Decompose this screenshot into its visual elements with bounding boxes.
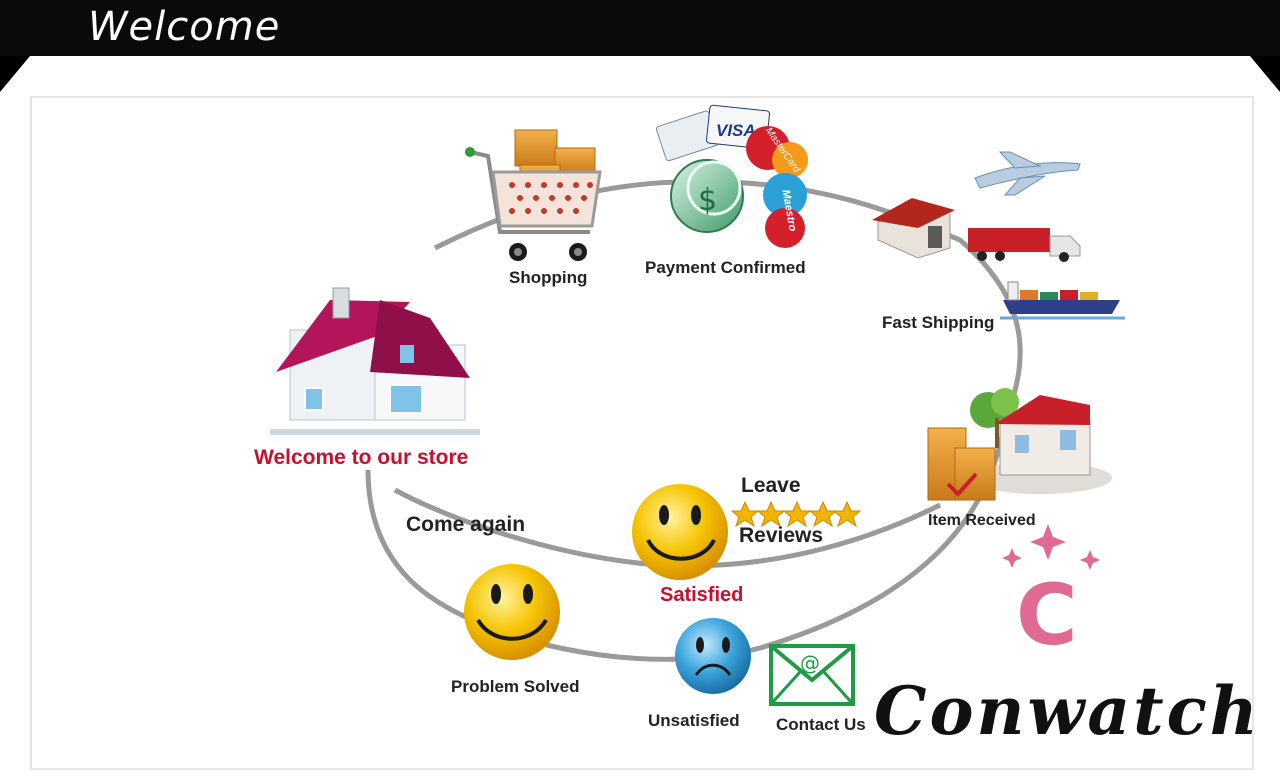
- problem-solved-smiley-icon: [464, 564, 560, 660]
- payment-icon: VISA MasterCard Maestro $: [656, 104, 808, 248]
- label-item-received: Item Received: [928, 512, 1036, 529]
- brand-initial: C: [1016, 566, 1078, 664]
- cargo-ship-icon: [1000, 281, 1125, 320]
- label-fast-shipping: Fast Shipping: [882, 313, 995, 332]
- visa-card-text: VISA: [716, 121, 756, 140]
- warehouse-icon: [872, 198, 955, 259]
- banner-corner-right: [1250, 56, 1280, 92]
- banner-corner-left: [0, 56, 30, 92]
- label-come-again: Come again: [406, 513, 526, 536]
- brand-name: Conwatch: [874, 672, 1261, 750]
- shopping-cart-icon: [465, 129, 602, 261]
- label-shopping: Shopping: [509, 268, 588, 287]
- truck-icon: [968, 228, 1081, 262]
- label-problem-solved: Problem Solved: [451, 677, 580, 696]
- sparkle-icon: [1002, 524, 1100, 570]
- welcome-banner: Welcome: [0, 0, 1280, 56]
- label-satisfied: Satisfied: [660, 584, 744, 606]
- five-star-rating-icon: [730, 500, 862, 528]
- label-reviews: Reviews: [739, 524, 824, 547]
- unsatisfied-face-icon: [675, 618, 751, 694]
- label-payment-confirmed: Payment Confirmed: [645, 258, 806, 277]
- label-welcome-store: Welcome to our store: [254, 446, 469, 469]
- satisfied-smiley-icon: [632, 484, 728, 580]
- airplane-icon: [974, 151, 1081, 196]
- contact-envelope-icon: @: [769, 644, 855, 706]
- label-unsatisfied: Unsatisfied: [648, 711, 740, 730]
- item-received-icon: [927, 388, 1112, 501]
- svg-text:@: @: [800, 651, 820, 675]
- label-leave: Leave: [741, 474, 801, 497]
- svg-text:$: $: [698, 183, 717, 218]
- welcome-house-icon: [270, 287, 480, 435]
- label-contact-us: Contact Us: [776, 715, 866, 734]
- banner-title: Welcome: [88, 4, 281, 50]
